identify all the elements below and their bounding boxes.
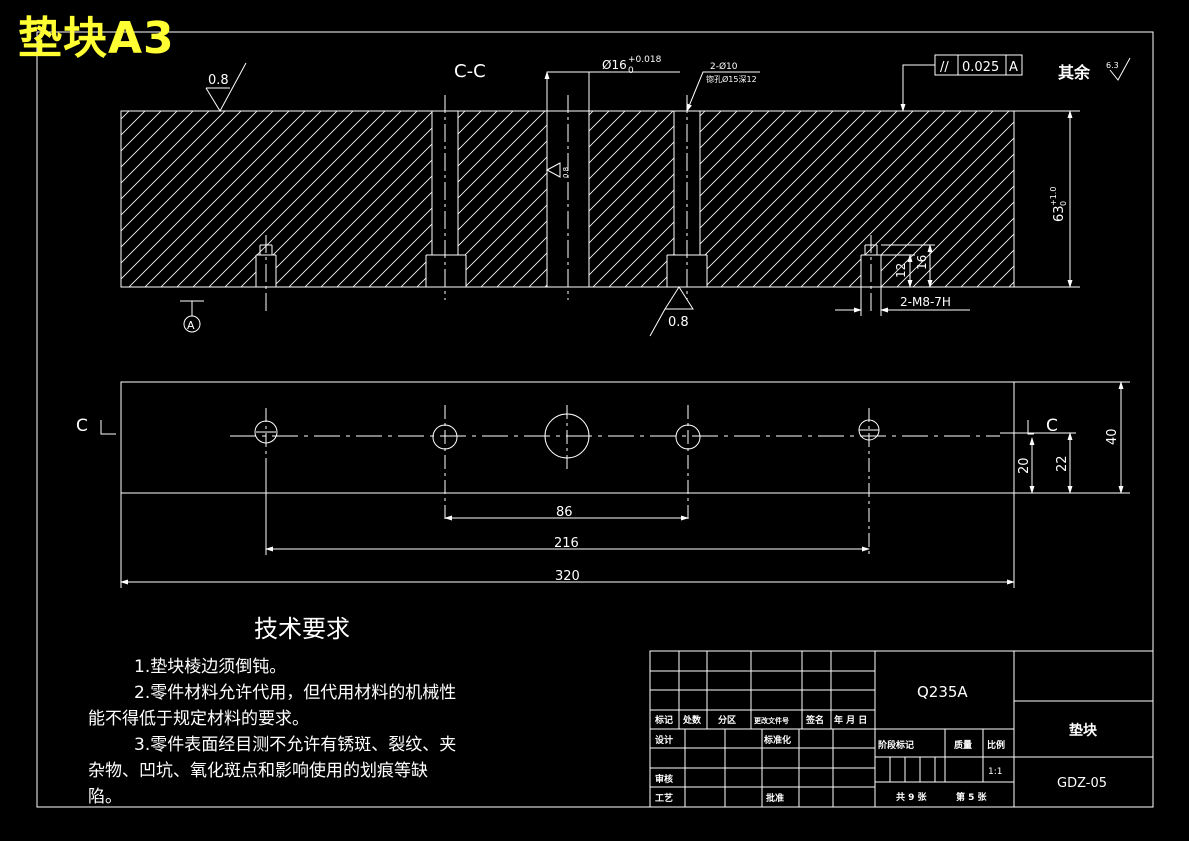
- svg-text:签名: 签名: [805, 714, 824, 726]
- svg-text:设计: 设计: [655, 734, 673, 746]
- svg-text:320: 320: [555, 569, 580, 584]
- svg-text:标准化: 标准化: [763, 734, 791, 746]
- drawing-title: 垫块A3: [18, 13, 175, 64]
- thread-depth-dimensions: 12 16: [881, 244, 935, 288]
- svg-text:比例: 比例: [987, 739, 1005, 751]
- svg-text:锪孔Ø15深12: 锪孔Ø15深12: [706, 74, 757, 84]
- section-view: [120, 95, 1015, 312]
- svg-text:处数: 处数: [682, 714, 702, 726]
- svg-text:22: 22: [1055, 455, 1070, 472]
- svg-text:0: 0: [1059, 201, 1068, 206]
- svg-text:Ø16: Ø16: [602, 58, 627, 72]
- svg-text:0: 0: [628, 66, 634, 76]
- tech-item-1: 1.垫块棱边须倒钝。: [134, 657, 287, 677]
- svg-text:2-Ø10: 2-Ø10: [710, 61, 738, 72]
- svg-text:63: 63: [1052, 205, 1067, 222]
- svg-text:标记: 标记: [654, 714, 673, 726]
- section-label: C-C: [454, 61, 486, 82]
- dim-20: 20: [1017, 437, 1035, 494]
- svg-text:A: A: [1009, 60, 1018, 75]
- svg-text:12: 12: [894, 263, 908, 278]
- dim-86: 86: [444, 505, 689, 521]
- svg-text:质量: 质量: [954, 739, 972, 751]
- part-name: 垫块: [1069, 722, 1098, 739]
- tech-item-3b: 杂物、凹坑、氧化斑点和影响使用的划痕等缺: [88, 761, 428, 781]
- tech-requirements: 技术要求 1.垫块棱边须倒钝。 2.零件材料允许代用，但代用材料的机械性 能不得…: [88, 612, 528, 810]
- hole-callout: 2-Ø10 锪孔Ø15深12: [686, 61, 760, 112]
- tech-item-3c: 陷。: [88, 787, 122, 807]
- svg-text:更改文件号: 更改文件号: [754, 716, 789, 725]
- svg-text:2-M8-7H: 2-M8-7H: [900, 295, 951, 309]
- material-value: Q235A: [917, 683, 968, 701]
- section-mark-right: C: [1046, 416, 1058, 436]
- bore-callout: Ø16 +0.018 0: [547, 55, 680, 111]
- svg-text:1:1: 1:1: [988, 767, 1002, 777]
- svg-text:40: 40: [1105, 428, 1120, 445]
- svg-text:20: 20: [1017, 457, 1032, 474]
- svg-text:分区: 分区: [718, 714, 736, 726]
- svg-text:共 9 张: 共 9 张: [896, 791, 928, 803]
- svg-text:批准: 批准: [766, 792, 784, 804]
- dim-320: 320: [120, 493, 1015, 588]
- parallelism-frame: // 0.025 A: [900, 54, 1023, 112]
- roughness-rest: 其余 6.3: [1058, 57, 1131, 82]
- svg-text:216: 216: [554, 536, 579, 551]
- tech-item-2b: 能不得低于规定材料的要求。: [88, 709, 309, 729]
- svg-text:工艺: 工艺: [655, 792, 673, 804]
- datum-a: A: [180, 300, 204, 333]
- dim-40: 40: [1014, 381, 1130, 494]
- thread-callout: 2-M8-7H: [835, 287, 970, 316]
- svg-text:年 月 日: 年 月 日: [834, 714, 867, 726]
- roughness-bottom-symbol: 0.8: [649, 286, 694, 337]
- drawing-frame: [36, 31, 1154, 808]
- svg-text:其余: 其余: [1058, 63, 1091, 82]
- svg-text:A: A: [187, 319, 195, 332]
- svg-text:+1.0: +1.0: [1049, 187, 1058, 206]
- svg-text:+0.018: +0.018: [628, 55, 662, 65]
- svg-text:0.8: 0.8: [668, 315, 689, 330]
- roughness-top-symbol: 0.8: [205, 62, 247, 113]
- svg-text:16: 16: [915, 255, 929, 270]
- svg-text:86: 86: [556, 505, 573, 520]
- svg-text:0.025: 0.025: [962, 60, 999, 75]
- title-block: [649, 650, 1154, 808]
- drawing-number: GDZ-05: [1057, 776, 1107, 791]
- svg-text://: //: [940, 60, 949, 75]
- tech-item-3a: 3.零件表面经目测不允许有锈斑、裂纹、夹: [134, 735, 457, 755]
- roughness-bore-symbol: 0.8: [545, 162, 570, 178]
- height-dimension: 63 +1.0 0: [1014, 110, 1080, 288]
- tech-heading: 技术要求: [254, 615, 350, 643]
- dim-216: 216: [265, 470, 870, 555]
- svg-text:0.8: 0.8: [208, 73, 229, 88]
- svg-text:第 5 张: 第 5 张: [956, 791, 988, 803]
- svg-text:阶段标记: 阶段标记: [878, 739, 914, 751]
- tech-item-2a: 2.零件材料允许代用，但代用材料的机械性: [134, 683, 457, 703]
- top-view: [100, 381, 1034, 555]
- dim-22: 22: [1000, 432, 1076, 494]
- svg-text:6.3: 6.3: [1106, 61, 1119, 70]
- svg-text:0.8: 0.8: [562, 167, 570, 178]
- svg-text:审核: 审核: [655, 773, 673, 785]
- section-mark-left: C: [76, 416, 88, 436]
- title-block-labels: 标记 处数 分区 更改文件号 签名 年 月 日 设计 标准化 审核 工艺 批准 …: [654, 714, 1005, 804]
